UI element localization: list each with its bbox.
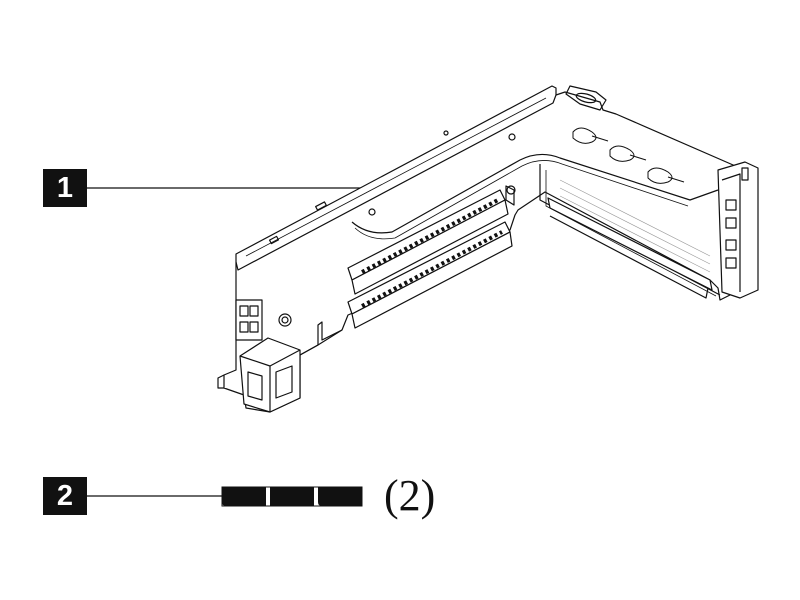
bracket-curved-edge <box>351 153 719 234</box>
slot-1-stem <box>591 135 609 142</box>
bracket-foot <box>217 374 225 389</box>
mount-hole-2 <box>368 208 376 216</box>
part-2-quantity: (2) <box>384 471 436 520</box>
mount-hole-3 <box>443 130 449 136</box>
slot-2-stem <box>629 154 647 161</box>
strip-segment-1 <box>222 487 266 506</box>
retention-slots <box>572 127 685 184</box>
mount-tab-1 <box>315 201 327 211</box>
callout-2: 2 <box>43 477 87 515</box>
bracket-top-edge <box>245 97 547 257</box>
signal-connector <box>239 337 301 413</box>
slot-screw <box>506 185 516 195</box>
pcie-slot-lower <box>347 221 513 329</box>
thumb-screw <box>278 313 292 327</box>
slot-standoff <box>505 185 515 206</box>
riser-end-bracket <box>717 161 759 299</box>
latch-hole <box>575 92 597 104</box>
slot-1 <box>572 127 597 144</box>
thumb-screw-inner <box>281 316 289 324</box>
pcie-slot-upper <box>347 189 509 295</box>
strip-segment-3 <box>318 487 362 506</box>
power-connector <box>235 299 263 341</box>
mount-tab-2 <box>268 235 280 245</box>
bracket-side-plate <box>223 85 741 413</box>
rear-card-guide <box>539 164 721 299</box>
slot-3-stem <box>667 176 685 183</box>
riser-bracket <box>217 85 759 413</box>
bracket-curved-edge-inner <box>354 160 689 240</box>
bracket-top-flange <box>235 94 557 271</box>
callout-1: 1 <box>43 169 87 207</box>
bracket-latch <box>565 85 607 111</box>
bracket-bottom-fold <box>299 321 343 356</box>
mount-hole-1 <box>508 133 516 141</box>
strip-segment-2 <box>270 487 314 506</box>
adhesive-strip <box>221 486 363 507</box>
